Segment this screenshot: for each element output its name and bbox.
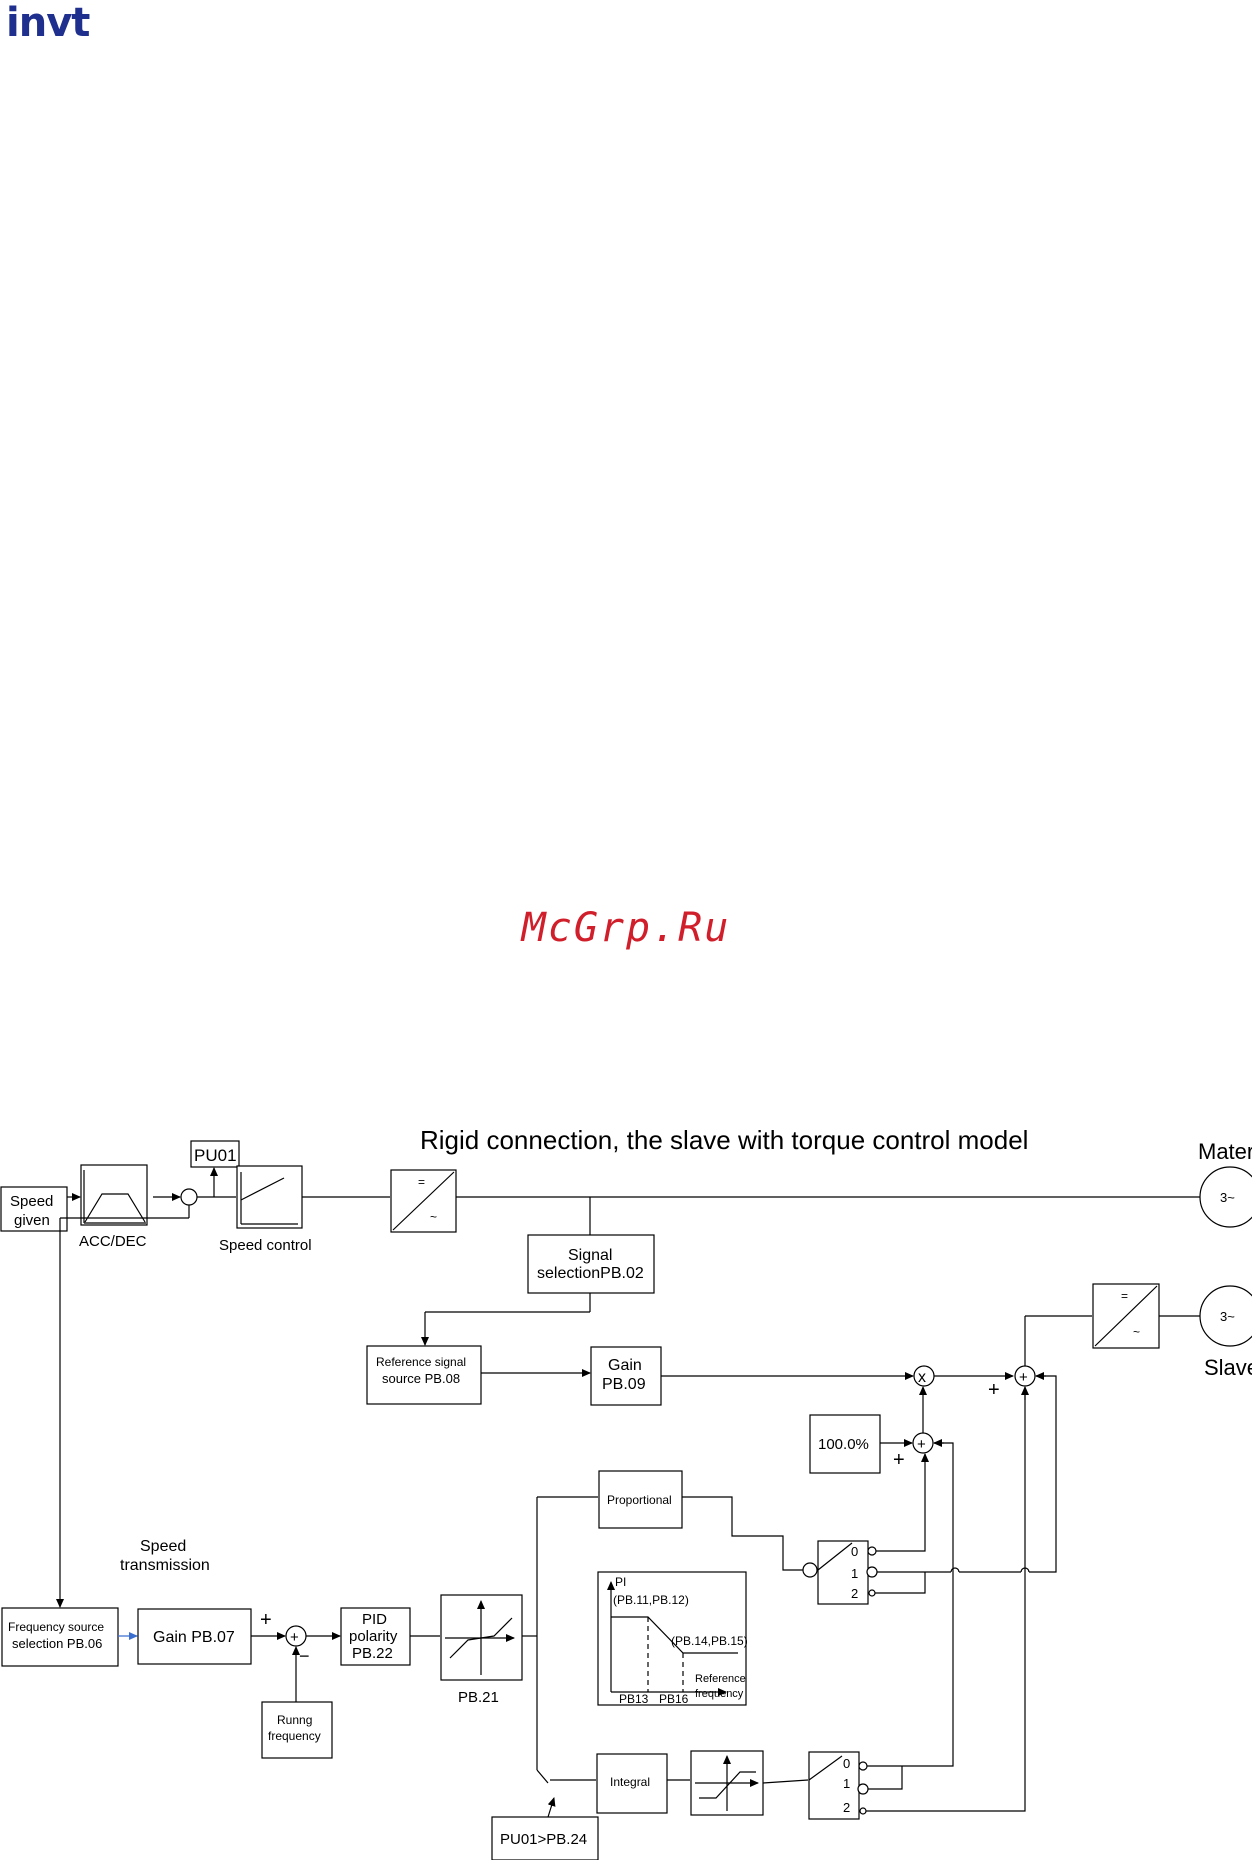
frequency-source-line2: selection PB.06 <box>12 1636 102 1651</box>
switch-a-0: 0 <box>851 1544 858 1559</box>
integral-block: Integral <box>596 1753 668 1814</box>
watermark: McGrp.Ru <box>521 905 731 951</box>
switch-b-0: 0 <box>843 1756 850 1771</box>
sum-symbol-1: + <box>1019 1369 1028 1386</box>
pi-params-label: (PB.11,PB.12) <box>613 1593 689 1607</box>
signal-selection-line2: selectionPB.02 <box>537 1265 644 1282</box>
reference-source-line1: Reference signal <box>376 1355 466 1369</box>
pi-params2-label: (PB.14,PB.15) <box>671 1634 748 1648</box>
pu01-condition-block: PU01>PB.24 <box>491 1816 599 1860</box>
proportional-switch: 0 1 2 <box>802 1540 878 1605</box>
pb21-deadzone-block: PB.21 <box>440 1594 523 1706</box>
reference-frequency-line2: frequency <box>695 1688 744 1700</box>
switch-b-1: 1 <box>843 1776 850 1791</box>
slave-inverter: = ~ <box>1092 1283 1160 1349</box>
proportional-label: Proportional <box>607 1493 672 1507</box>
pid-polarity-block: PID polarity PB.22 <box>340 1607 411 1666</box>
running-frequency-block: Runng frequency <box>261 1701 333 1759</box>
minus-sign: − <box>299 1646 310 1666</box>
gain-pb09-block: Gain PB.09 <box>590 1346 662 1406</box>
slave-inv-ac-symbol: ~ <box>1133 1325 1140 1339</box>
switch-a-2: 2 <box>851 1586 858 1601</box>
pu01-condition-label: PU01>PB.24 <box>500 1831 587 1848</box>
speed-given-line1: Speed <box>10 1193 53 1210</box>
frequency-source-line1: Frequency source <box>8 1620 104 1634</box>
signal-selection-block: Signal selectionPB.02 <box>527 1234 655 1294</box>
pid-polarity-line1: PID <box>362 1611 387 1628</box>
control-block-diagram: Rigid connection, the slave with torque … <box>0 1125 1252 1860</box>
speed-transmission-line2: transmission <box>120 1557 210 1574</box>
acc-dec-block: ACC/DEC <box>79 1164 148 1250</box>
slave-motor: 3~ Slave <box>1199 1285 1252 1380</box>
summing-node <box>180 1188 198 1206</box>
slave-label: Slave <box>1204 1355 1252 1380</box>
switch-b-2: 2 <box>843 1800 850 1815</box>
frequency-source-block: Frequency source selection PB.06 <box>1 1607 119 1667</box>
hundred-percent-block: 100.0% <box>809 1414 881 1474</box>
inv-ac-symbol: ~ <box>430 1210 437 1224</box>
integral-switch: 0 1 2 <box>808 1751 869 1820</box>
compensation-sum-node: + <box>912 1432 934 1454</box>
pid-polarity-line3: PB.22 <box>352 1645 393 1662</box>
slave-inv-eq-symbol: = <box>1121 1289 1128 1303</box>
plus-sign-2: + <box>893 1449 905 1471</box>
running-frequency-line2: frequency <box>268 1729 321 1743</box>
hundred-percent-label: 100.0% <box>818 1436 869 1453</box>
reference-source-line2: source PB.08 <box>382 1371 460 1386</box>
pid-error-sum-node: + <box>285 1625 307 1647</box>
plus-sign-3: + <box>260 1609 272 1631</box>
pi-label: PI <box>615 1575 626 1589</box>
reference-source-block: Reference signal source PB.08 <box>366 1345 482 1405</box>
gain-pb07-label: Gain PB.07 <box>153 1629 235 1646</box>
pb13-label: PB13 <box>619 1692 649 1706</box>
master-motor: 3~ Mater <box>1198 1139 1252 1228</box>
reference-frequency-line1: Reference <box>695 1673 746 1685</box>
pu01-box <box>190 1140 240 1168</box>
gain-pb09-line1: Gain <box>608 1357 642 1374</box>
speed-control-block: Speed control <box>219 1165 312 1254</box>
acc-dec-label: ACC/DEC <box>79 1233 147 1250</box>
sum-symbol-3: + <box>290 1629 299 1646</box>
mater-label: Mater <box>1198 1139 1252 1164</box>
signal-selection-line1: Signal <box>568 1247 612 1264</box>
torque-sum-node: + <box>1014 1365 1036 1387</box>
gain-pb07-block: Gain PB.07 <box>137 1608 252 1665</box>
pb16-label: PB16 <box>659 1692 689 1706</box>
speed-transmission-line1: Speed <box>140 1538 186 1555</box>
integral-label: Integral <box>610 1775 650 1789</box>
diagram-title: Rigid connection, the slave with torque … <box>420 1125 1028 1155</box>
sum-symbol-2: + <box>917 1436 926 1453</box>
plus-sign-1: + <box>988 1379 1000 1401</box>
proportional-block: Proportional <box>598 1470 683 1529</box>
master-motor-label: 3~ <box>1220 1190 1235 1205</box>
invt-logo: invt <box>6 0 90 46</box>
pid-polarity-line2: polarity <box>349 1628 398 1645</box>
inv-eq-symbol: = <box>418 1175 425 1189</box>
pu01-label: PU01 <box>194 1146 237 1165</box>
multiply-symbol: x <box>918 1369 926 1386</box>
switch-a-1: 1 <box>851 1566 858 1581</box>
master-inverter: = ~ <box>390 1169 457 1233</box>
integral-limiter-block <box>690 1750 764 1816</box>
speed-control-label: Speed control <box>219 1237 312 1254</box>
speed-given-line2: given <box>14 1212 50 1229</box>
pb21-label: PB.21 <box>458 1689 499 1706</box>
gain-pb09-line2: PB.09 <box>602 1376 646 1393</box>
pi-graph-box: PI (PB.11,PB.12) (PB.14,PB.15) PB13 PB16… <box>597 1571 748 1706</box>
multiplier-node: x <box>913 1365 935 1387</box>
running-frequency-line1: Runng <box>277 1713 312 1727</box>
speed-given-block: Speed given <box>0 1186 68 1232</box>
slave-motor-label: 3~ <box>1220 1309 1235 1324</box>
